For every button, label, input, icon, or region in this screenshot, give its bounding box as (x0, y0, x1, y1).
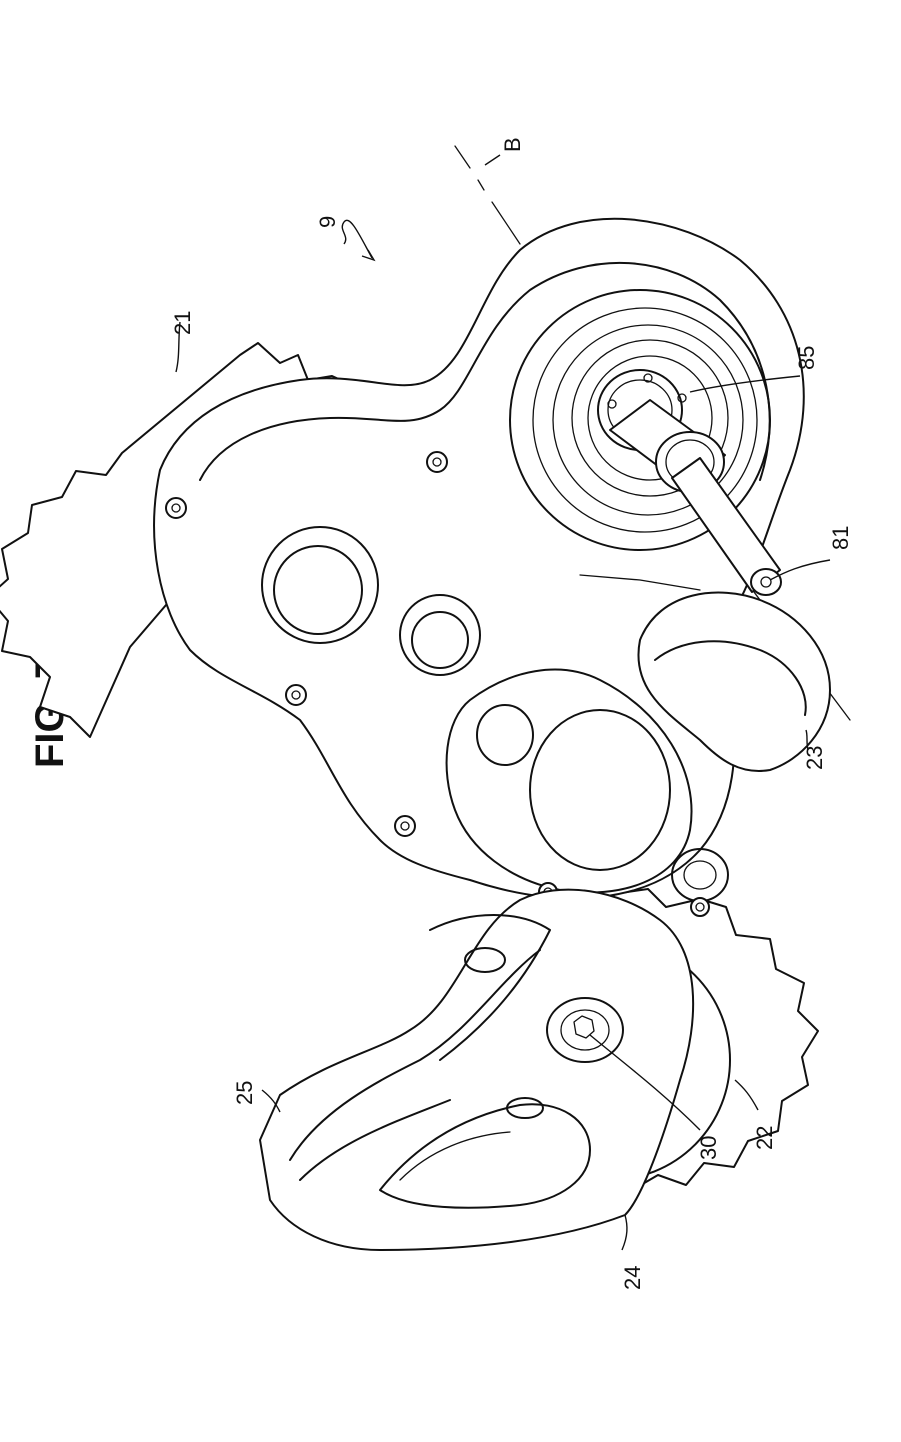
reference-numerals: 9 B 21 85 81 23 25 30 22 24 (170, 137, 853, 1290)
derailleur-housing (153, 217, 805, 917)
label-25: 25 (232, 1081, 257, 1105)
label-85: 85 (794, 346, 819, 370)
label-30: 30 (696, 1136, 721, 1160)
label-22: 22 (752, 1126, 777, 1150)
label-23: 23 (802, 746, 827, 770)
label-b: B (500, 137, 525, 152)
label-81: 81 (828, 526, 853, 550)
adjustment-knob-23 (579, 574, 831, 772)
leader-lines (175, 154, 831, 1251)
label-9: 9 (315, 216, 340, 228)
label-21: 21 (170, 311, 195, 335)
pulley-cage-24-25 (259, 888, 695, 1251)
label-24: 24 (620, 1266, 645, 1290)
axis-b-line (454, 145, 521, 245)
shaft-assembly-81-85 (597, 369, 782, 596)
